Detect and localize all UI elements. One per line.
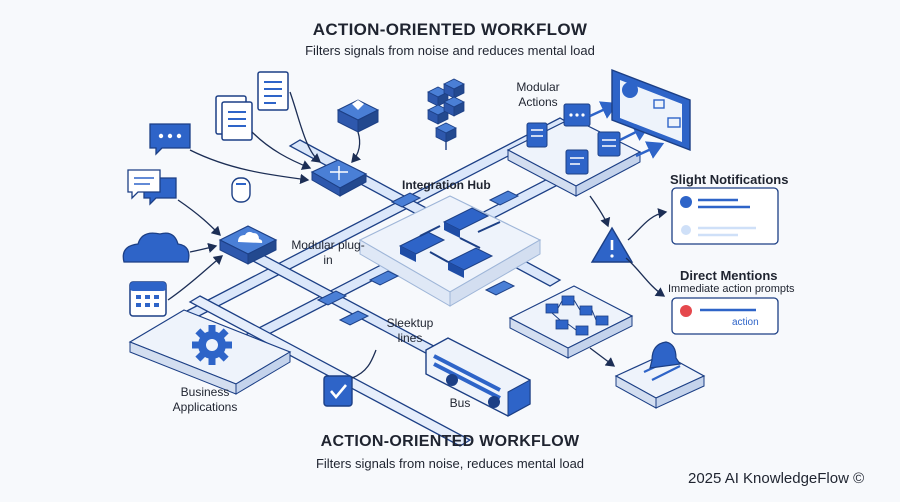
header-subtitle: Filters signals from noise and reduces m… [305,43,595,58]
bell-panel [614,353,706,409]
cloud-block [218,225,278,265]
flowchart-panel [508,285,634,359]
chat-icon [149,123,191,156]
integration-hub [358,195,542,307]
gear-icon [192,325,232,365]
integration-hub-label: Integration Hub [402,178,491,192]
bus-label: Bus [449,396,471,410]
checkbox-icon [323,349,377,407]
slight-notification-card [671,187,779,245]
footer-title: ACTION-ORIENTED WORKFLOW [320,433,580,450]
direct-mention-card [671,297,779,335]
copyright-text: 2025 AI KnowledgeFlow © [688,470,865,487]
sleektup-lines-label: Sleektup lines [386,316,434,345]
bus-icon [425,337,531,417]
business-applications-label: Business Applications [172,385,238,414]
capsule-icon [231,177,251,203]
action-text: action [732,317,759,328]
modular-actions-panel [506,103,642,197]
modular-plugin-label: Modular plug-in [291,238,365,267]
footer-subtitle: Filters signals from noise, reduces ment… [315,456,585,471]
document-icon [257,71,289,111]
router-block [310,159,368,197]
warning-icon [590,226,634,263]
header-title: ACTION-ORIENTED WORKFLOW [312,20,588,39]
document-stack-icon [215,95,253,141]
chat-double-icon [127,169,177,206]
cube-cluster-icon [427,78,465,150]
calendar-icon [129,281,167,317]
cloud-icon [122,232,190,263]
slight-notifications-title: Slight Notifications [670,172,789,187]
modular-actions-label: Modular Actions [516,80,560,109]
bell-icon [649,341,682,369]
flow-arrow [589,347,616,367]
notification-arrows [589,195,668,297]
direct-mentions-subtitle: Immediate action prompts [668,283,795,295]
app-screen-panel [611,68,691,152]
direct-mentions-title: Direct Mentions [680,268,778,283]
input-arrows [167,91,362,301]
database-icon [336,99,380,133]
plug-connectors [316,190,520,326]
